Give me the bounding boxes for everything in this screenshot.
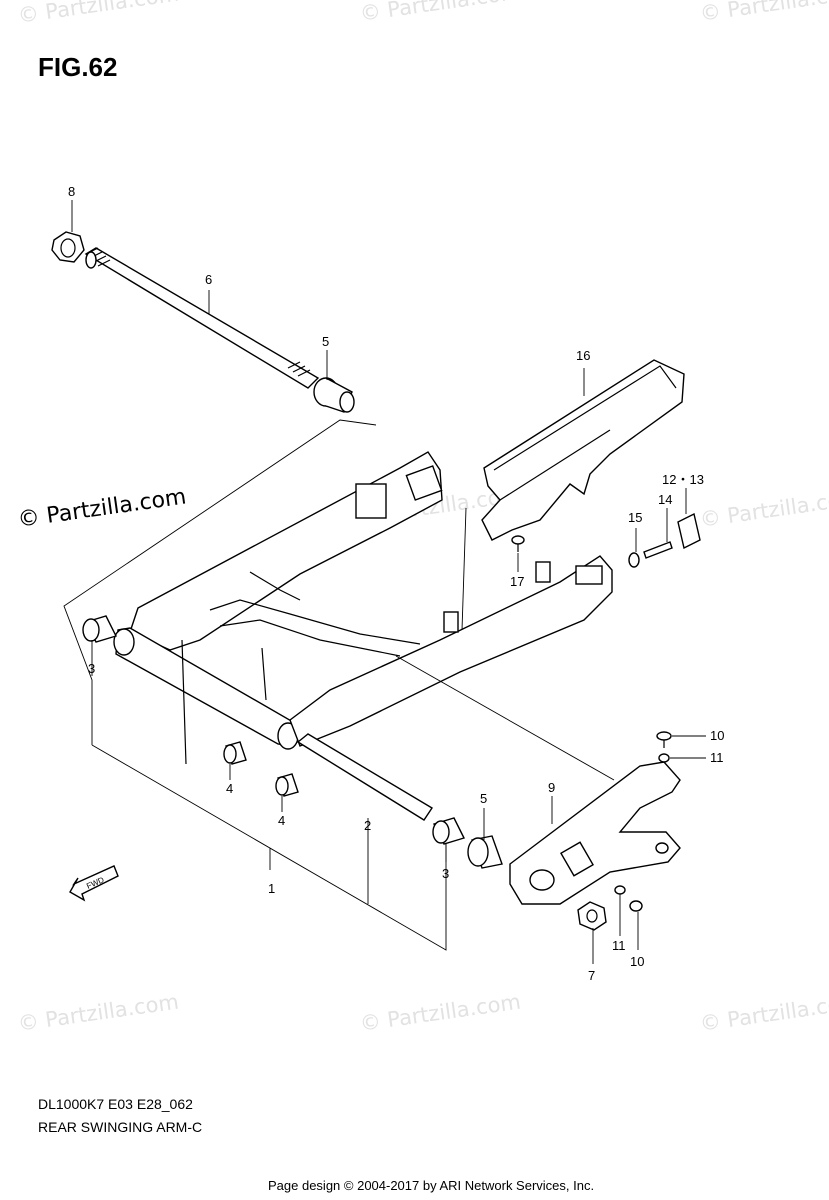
part-8-nut[interactable] [51, 231, 85, 263]
callout-3[interactable]: 3 [442, 866, 449, 881]
callout-7[interactable]: 7 [588, 968, 595, 983]
part-3-bearing-right[interactable] [432, 817, 465, 845]
part-14-bolt[interactable] [643, 541, 673, 559]
callout-15[interactable]: 15 [628, 510, 642, 525]
diagram-code: DL1000K7 E03 E28_062 [38, 1096, 193, 1112]
callout-9[interactable]: 9 [548, 780, 555, 795]
callout-14[interactable]: 14 [658, 492, 672, 507]
figure-title: FIG.62 [38, 52, 118, 82]
part-15-washer[interactable] [628, 552, 640, 568]
part-11-washer-lower[interactable] [614, 885, 626, 895]
fwd-arrow-icon [69, 865, 119, 902]
diagram-subtitle: REAR SWINGING ARM-C [38, 1119, 203, 1135]
part-17-screw[interactable] [511, 535, 525, 552]
part-6-pivot-shaft[interactable] [84, 247, 320, 389]
callout-4[interactable]: 4 [226, 781, 233, 796]
callout-4[interactable]: 4 [278, 813, 285, 828]
callout-6[interactable]: 6 [205, 272, 212, 287]
callout-11[interactable]: 11 [710, 750, 724, 765]
callout-5[interactable]: 5 [322, 334, 329, 349]
callout-17[interactable]: 17 [510, 574, 524, 589]
part-3-bearing-left[interactable] [82, 615, 117, 643]
callout-3[interactable]: 3 [88, 661, 95, 676]
part-4-bushing-right[interactable] [275, 773, 299, 797]
part-4-bushing-left[interactable] [223, 741, 247, 765]
part-10-bolt-lower[interactable] [629, 900, 643, 912]
part-7-nut[interactable] [577, 901, 607, 931]
part-2-spacer-tube[interactable] [296, 733, 433, 821]
part-5-collar-upper[interactable] [313, 377, 355, 413]
part-5-collar-lower[interactable] [467, 835, 503, 869]
callout-8[interactable]: 8 [68, 184, 75, 199]
callout-10[interactable]: 10 [630, 954, 644, 969]
part-12-13-clamp[interactable] [677, 512, 701, 550]
footer-copyright: Page design © 2004-2017 by ARI Network S… [268, 1178, 595, 1193]
part-10-bolt-upper[interactable] [656, 731, 672, 748]
callout-11[interactable]: 11 [612, 938, 626, 953]
part-16-chain-case[interactable] [481, 359, 685, 541]
callout-5[interactable]: 5 [480, 791, 487, 806]
part-11-washer-upper[interactable] [658, 753, 670, 763]
callout-2[interactable]: 2 [364, 818, 371, 833]
part-9-bracket[interactable] [509, 761, 681, 905]
part-1-swingarm[interactable] [113, 451, 613, 765]
callout-10[interactable]: 10 [710, 728, 724, 743]
callout-16[interactable]: 16 [576, 348, 590, 363]
callout-1[interactable]: 1 [268, 881, 275, 896]
callout-12-13[interactable]: 12・13 [662, 472, 704, 487]
